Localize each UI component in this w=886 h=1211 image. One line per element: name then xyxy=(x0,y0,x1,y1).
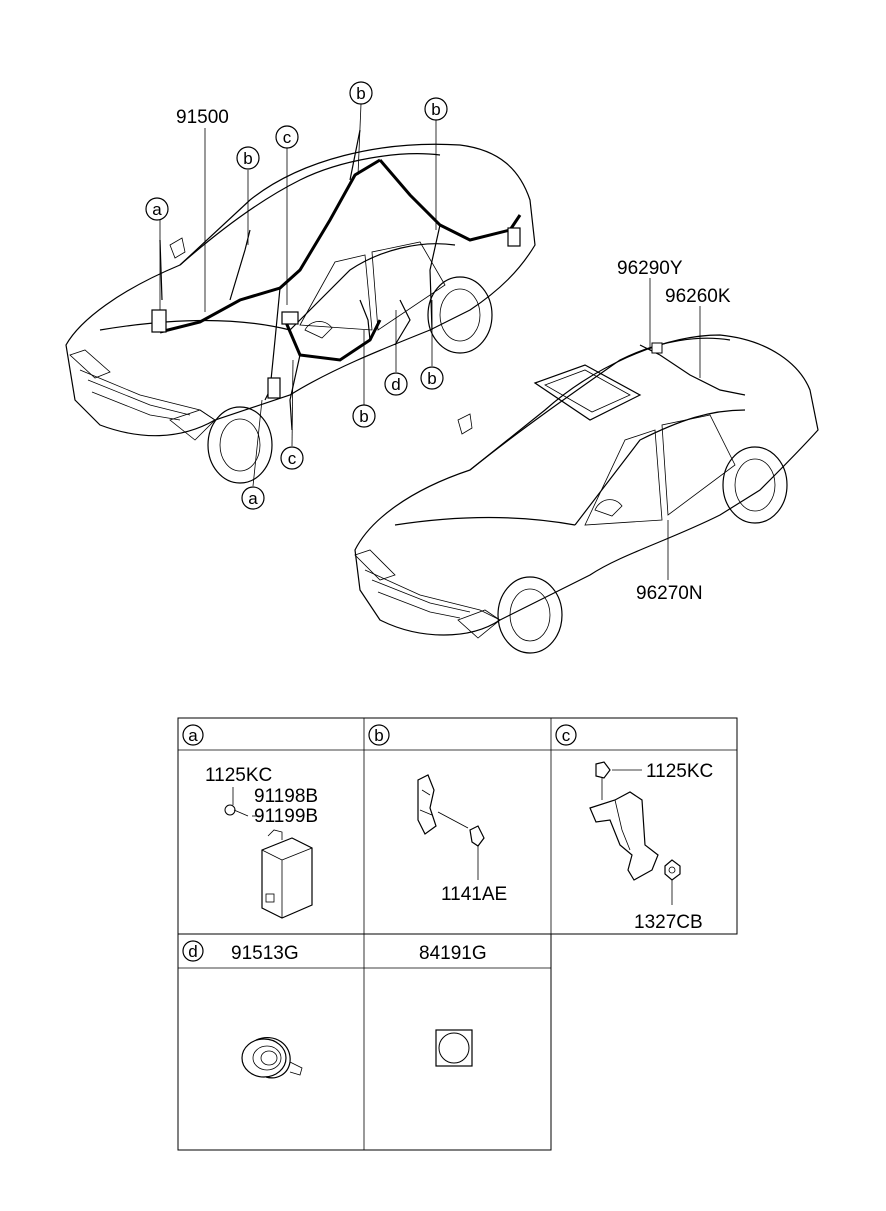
detail-a-part-91199b: 91199B xyxy=(254,806,318,827)
svg-text:b: b xyxy=(243,149,252,168)
detail-table: a 1125KC 91198B 91199B b xyxy=(177,717,738,1151)
detail-c-part-1327cb: 1327CB xyxy=(634,912,703,933)
detail-e-part-84191g: 84191G xyxy=(419,943,487,964)
callout-d: d xyxy=(384,372,408,396)
detail-d-part-91513g: 91513G xyxy=(231,943,299,964)
svg-text:c: c xyxy=(288,449,297,468)
svg-text:b: b xyxy=(427,369,436,388)
detail-a-part-91198b: 91198B xyxy=(254,786,318,807)
car-antenna: 96290Y 96260K 96270N xyxy=(354,258,819,654)
svg-text:a: a xyxy=(248,489,258,508)
callout-c-top: c xyxy=(275,125,299,149)
detail-cell-b: b 1141AE xyxy=(368,724,507,905)
detail-a-letter: a xyxy=(188,726,198,745)
callout-b-1: b xyxy=(236,146,260,170)
detail-b-letter: b xyxy=(374,726,383,745)
callout-a-bottom: a xyxy=(241,486,265,510)
svg-text:c: c xyxy=(283,128,292,147)
part-number-96270n: 96270N xyxy=(636,583,703,604)
svg-text:a: a xyxy=(152,200,162,219)
callout-b-5: b xyxy=(352,404,376,428)
car-with-harness: 91500 a b c b b d b xyxy=(65,81,536,510)
svg-text:d: d xyxy=(391,375,400,394)
callout-c-bottom: c xyxy=(280,446,304,470)
detail-cell-c: c 1125KC 1327CB xyxy=(555,724,713,933)
callout-b-2: b xyxy=(349,81,373,105)
detail-cell-a: a 1125KC 91198B 91199B xyxy=(182,724,318,919)
callout-b-3: b xyxy=(424,97,448,121)
detail-cell-d: d 91513G xyxy=(182,940,303,1079)
part-number-96290y: 96290Y xyxy=(617,258,683,279)
svg-text:b: b xyxy=(431,100,440,119)
detail-b-part-1141ae: 1141AE xyxy=(441,884,507,905)
detail-cell-e: 84191G xyxy=(419,943,487,1067)
detail-c-part-1125kc: 1125KC xyxy=(646,761,713,782)
callout-b-4: b xyxy=(420,366,444,390)
detail-d-letter: d xyxy=(188,942,197,961)
svg-text:b: b xyxy=(356,84,365,103)
part-number-main-harness: 91500 xyxy=(176,107,229,128)
part-number-96260k: 96260K xyxy=(665,286,731,307)
callout-a-top: a xyxy=(145,197,169,221)
detail-c-letter: c xyxy=(562,726,571,745)
svg-text:b: b xyxy=(359,407,368,426)
detail-a-part-1125kc: 1125KC xyxy=(205,765,272,786)
